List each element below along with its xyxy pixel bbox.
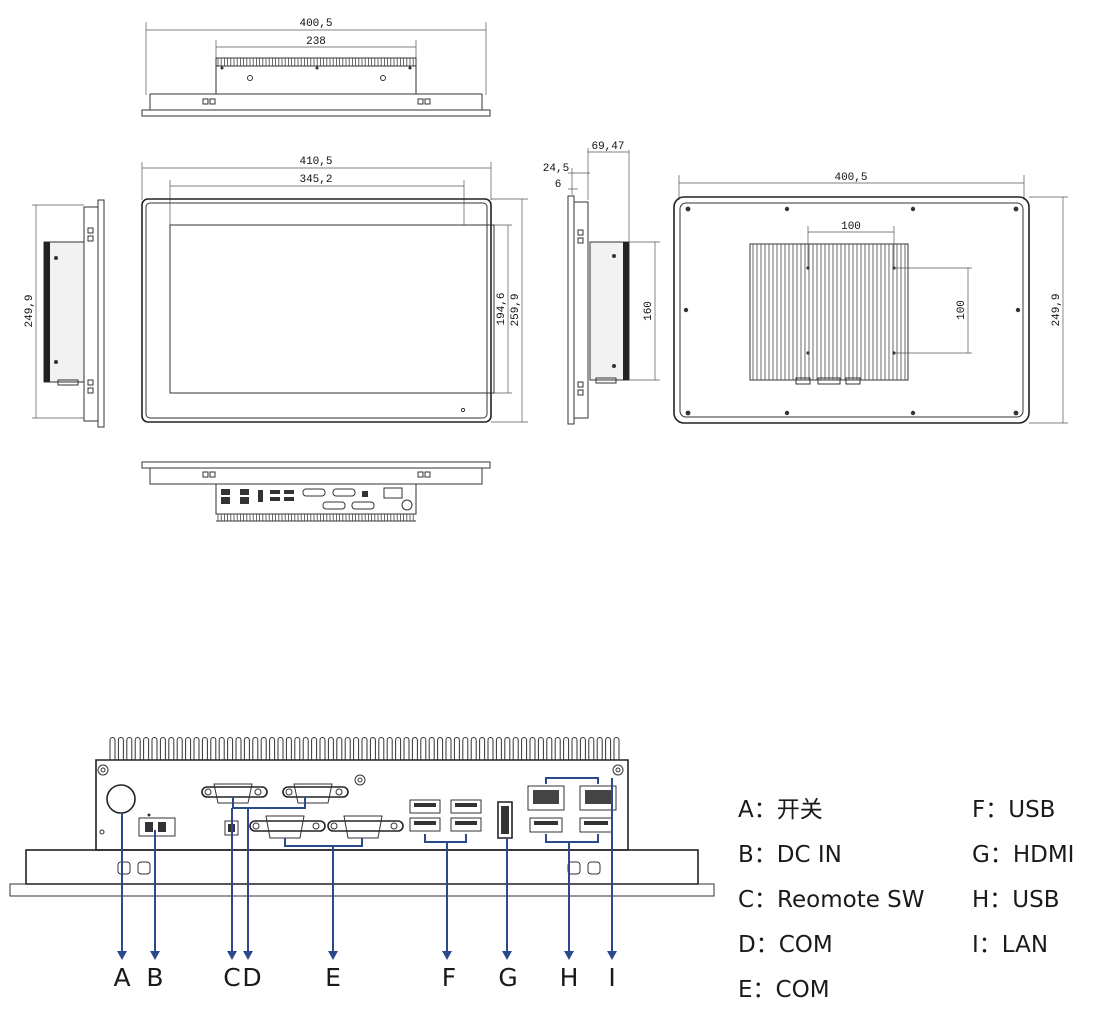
com-top-pair [201, 783, 349, 804]
callout-arrowhead [243, 951, 253, 960]
legend-item-a: A：开关 [738, 797, 823, 823]
legend-item-c: C：Reomote SW [738, 887, 925, 913]
callout-letter-i: I [608, 963, 615, 992]
callout-letter-c: C [223, 963, 240, 992]
callout-arrowhead [502, 951, 512, 960]
legend-item-e: E：COM [738, 977, 830, 1003]
callout-arrowhead [328, 951, 338, 960]
callout-letter-f: F [442, 963, 456, 992]
callout-arrowhead [227, 951, 237, 960]
dim-top-width: 400,5 [299, 18, 332, 30]
callout-letter-g: G [498, 963, 517, 992]
dim-front-screen-width: 345,2 [299, 174, 332, 186]
legend-item-i: I：LAN [972, 932, 1048, 958]
dim-vesa-v: 100 [956, 300, 968, 320]
dim-side-lip: 6 [555, 179, 562, 191]
legend-item-b: B：DC IN [738, 842, 842, 868]
dim-side-depth: 69,47 [591, 141, 624, 153]
dim-vesa-h: 100 [841, 221, 861, 233]
dim-left-height: 249,9 [24, 294, 36, 327]
dim-side-bezel: 24,5 [543, 163, 569, 175]
back-view: 400,5 100 100 249,9 [673, 172, 1068, 424]
callout-letter-b: B [146, 963, 163, 992]
dim-back-width: 400,5 [834, 172, 867, 184]
legend-item-h: H：USB [972, 887, 1060, 913]
callout-arrowhead [150, 951, 160, 960]
com-bottom-pair [249, 815, 404, 839]
legend-item-d: D：COM [738, 932, 833, 958]
callout-letter-a: A [113, 963, 130, 992]
callout-letter-h: H [560, 963, 579, 992]
right-side-view: 69,47 24,5 6 160 [543, 141, 660, 425]
callout-arrowhead [442, 951, 452, 960]
callout-letter-d: D [242, 963, 261, 992]
dim-side-body-height: 160 [643, 301, 655, 321]
callout-arrowhead [607, 951, 617, 960]
legend-item-g: G：HDMI [972, 842, 1074, 868]
bottom-view-small [141, 461, 491, 522]
dim-front-width: 410,5 [299, 156, 332, 168]
callout-arrows [117, 778, 617, 960]
io-panel-view: A B C D E F G H I [9, 737, 715, 992]
dim-front-screen-height: 194,6 [496, 292, 508, 325]
callout-arrowhead [117, 951, 127, 960]
front-view: 410,5 345,2 194,6 259,9 [141, 156, 528, 423]
top-view: 400,5 238 [141, 18, 491, 117]
callout-arrowhead [564, 951, 574, 960]
legend-item-f: F：USB [972, 797, 1055, 823]
dim-front-height: 259,9 [510, 293, 522, 326]
callout-letter-e: E [325, 963, 341, 992]
legend: A：开关 B：DC IN C：Reomote SW D：COM E：COM F：… [738, 797, 1074, 1003]
left-side-view: 249,9 [24, 199, 105, 428]
dim-back-height: 249,9 [1051, 293, 1063, 326]
dim-top-inner: 238 [306, 36, 326, 48]
